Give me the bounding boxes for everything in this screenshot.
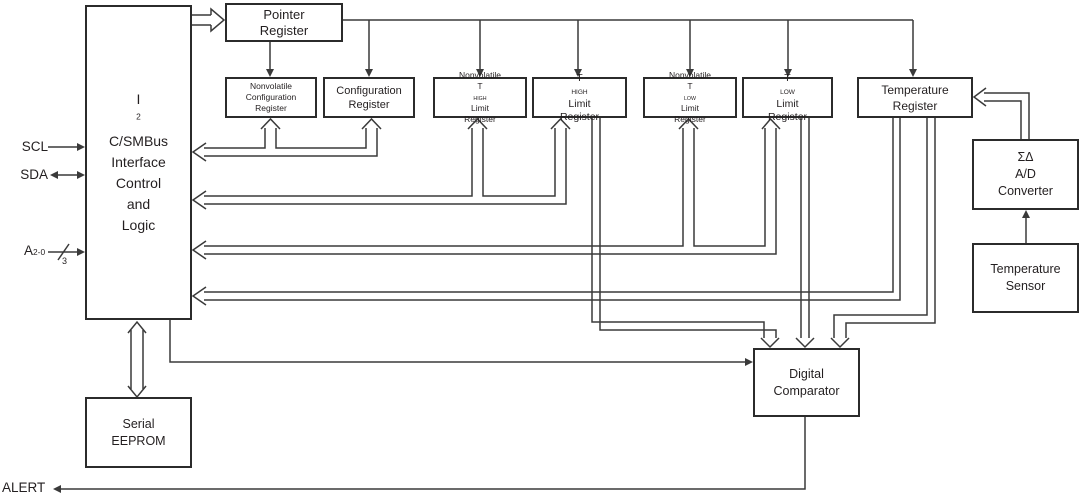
wire-tlow-to-comparator [795,118,815,349]
temperature-sensor-block: Temperature Sensor [972,243,1079,313]
nonvolatile-configuration-register-block: Nonvolatile Configuration Register [225,77,317,118]
digital-comparator-block: Digital Comparator [753,348,860,417]
serial-eeprom-block: Serial EEPROM [85,397,192,468]
pin-label-scl: SCL [21,139,48,154]
bus-width-label: 3 [62,256,68,266]
wire-i2c-to-pointer [192,7,226,33]
bus-tlow-registers [191,117,781,260]
pin-label-alert: ALERT [2,480,46,495]
pointer-register-block: Pointer Register [225,3,343,42]
bus-temperature-read [191,118,901,306]
wire-thigh-to-comparator [591,118,780,349]
wire-sensor-to-adc [1022,210,1030,243]
pin-label-address: A2-0 [24,243,46,258]
pin-label-sda: SDA [20,167,48,182]
wire-i2c-eeprom [127,320,147,399]
temperature-register-block: Temperature Register [857,77,973,118]
bus-thigh-registers [191,117,571,210]
sigma-delta-adc-block: ΣΔ A/D Converter [972,139,1079,210]
pointer-distribution-wires [266,19,917,77]
configuration-register-block: Configuration Register [323,77,415,118]
pin-address-wire [48,243,85,261]
pin-sda-wire [50,171,85,179]
wire-comparator-to-alert [53,417,806,493]
wire-adc-to-temp-register [972,87,1030,139]
wire-i2c-to-comparator [169,320,753,366]
bus-config-registers [191,117,382,162]
wire-temperature-to-comparator [830,118,936,349]
pin-scl-wire [48,143,85,151]
